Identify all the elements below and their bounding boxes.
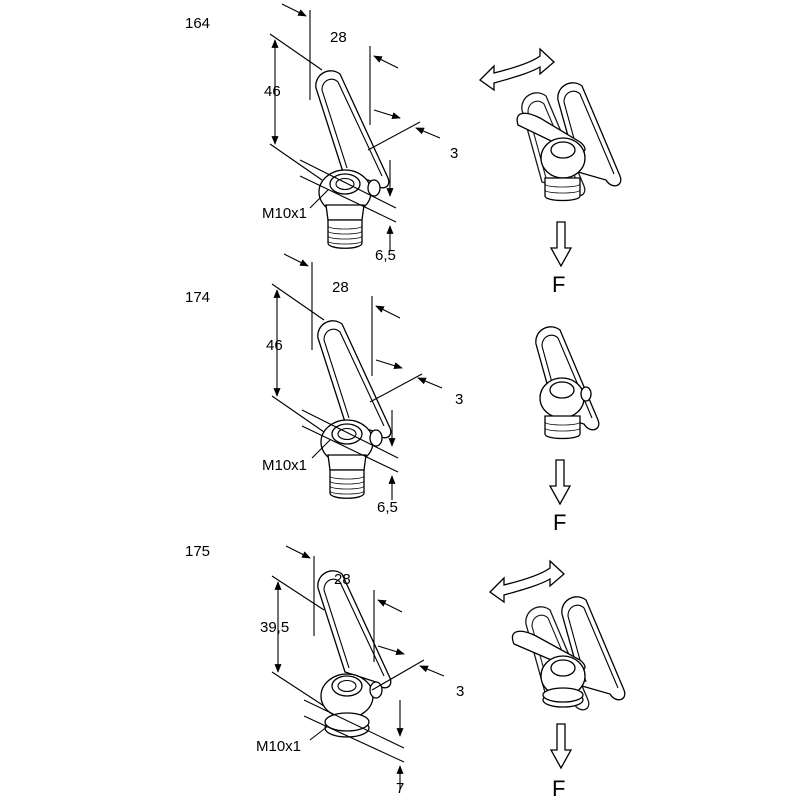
article-number: 174 xyxy=(185,289,210,306)
dim-wire: 3 xyxy=(450,145,458,162)
force-label: F xyxy=(553,510,566,535)
variant-164: 164 28 46 3 6,5 M10x1 xyxy=(185,3,622,297)
article-number: 164 xyxy=(185,15,210,32)
dim-thread-length: 6,5 xyxy=(375,247,396,264)
dim-thread-length: 6,5 xyxy=(377,499,398,516)
force-arrow-icon xyxy=(550,723,572,769)
fixed-view xyxy=(535,326,600,440)
eyebolt-drawing xyxy=(315,70,390,249)
dim-wire: 3 xyxy=(455,391,463,408)
swivel-view xyxy=(511,596,626,711)
swivel-arrow-icon xyxy=(489,560,565,603)
force-label: F xyxy=(552,272,565,297)
dim-width: 28 xyxy=(330,29,347,46)
thread-label: M10x1 xyxy=(262,457,307,474)
eyebolt-drawing xyxy=(317,320,392,499)
swivel-arrow-icon xyxy=(479,48,555,91)
dim-wire: 3 xyxy=(456,683,464,700)
dim-width: 28 xyxy=(334,571,351,588)
dim-thread-length: 7 xyxy=(396,780,404,797)
dim-height: 39,5 xyxy=(260,619,289,636)
force-arrow-icon xyxy=(550,221,572,267)
dim-width: 28 xyxy=(332,279,349,296)
dim-height: 46 xyxy=(264,83,281,100)
thread-label: M10x1 xyxy=(262,205,307,222)
swivel-view xyxy=(516,82,622,202)
dim-height: 46 xyxy=(266,337,283,354)
force-label: F xyxy=(552,776,565,800)
article-number: 175 xyxy=(185,543,210,560)
thread-label: M10x1 xyxy=(256,738,301,755)
variant-174: 174 28 46 3 6,5 M10x1 xyxy=(185,253,600,535)
variant-175: 175 28 39,5 3 7 M10x1 xyxy=(185,543,626,800)
force-arrow-icon xyxy=(549,459,571,505)
